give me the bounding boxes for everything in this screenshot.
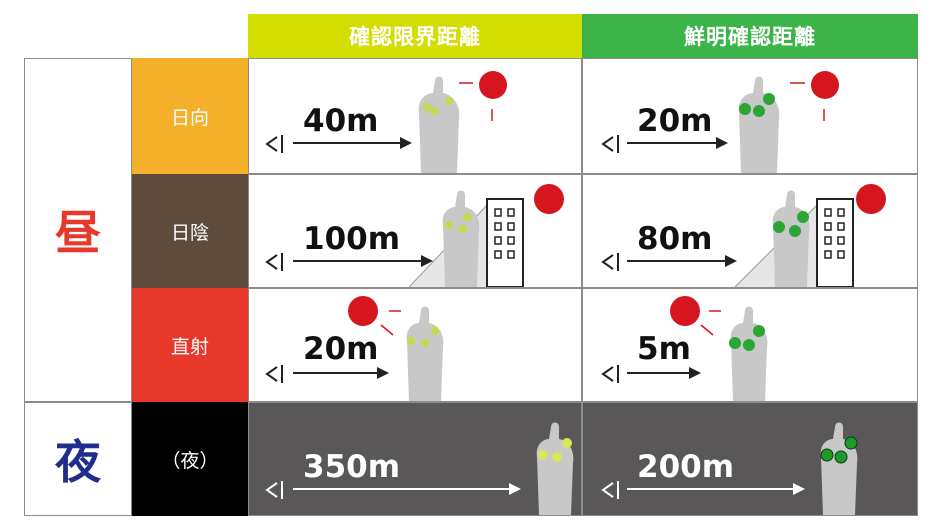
reflector-bright [729,325,765,351]
arrow-head [400,137,412,149]
arrow-head [793,483,805,495]
sun-icon [670,296,700,326]
sun-icon [479,71,507,99]
reflector-bright [739,93,775,117]
sun-icon [534,184,564,214]
distance-label: 80m [637,221,712,257]
scene-night-limit: 350m [248,402,582,516]
observer-icon [265,253,283,271]
condition-night: （夜） [132,402,248,516]
distance-label: 5m [637,331,691,367]
condition-direct: 直射 [132,288,248,402]
header-confirm-limit: 確認限界距離 [248,14,582,58]
distance-label: 20m [303,331,378,367]
scene-night-clear: 200m [582,402,918,516]
arrow-head [725,255,737,267]
scene-sun-limit: 40m [248,58,582,174]
person-silhouette [738,76,780,173]
distance-label: 20m [637,103,712,139]
reflector-bright [773,211,809,237]
building-icon [816,198,854,287]
scene-direct-limit: 20m [248,288,582,402]
arrow-head [689,367,701,379]
sun-icon [856,184,886,214]
observer-icon [601,253,619,271]
observer-icon [265,481,283,499]
observer-icon [601,365,619,383]
reflector-dim [423,97,453,115]
distance-label: 40m [303,103,378,139]
scene-sun-clear: 20m [582,58,918,174]
reflector-bright [820,436,858,464]
person-silhouette [536,422,574,515]
distance-label: 100m [303,221,400,257]
arrow-head [421,255,433,267]
reflector-dim [445,213,471,233]
scene-shade-limit: 100m [248,174,582,288]
observer-icon [601,481,619,499]
reflector-glow [538,438,572,462]
person-silhouette [406,306,444,401]
condition-shade: 日陰 [132,174,248,288]
person-silhouette [772,190,810,287]
distance-label: 350m [303,449,400,485]
condition-sun: 日向 [132,58,248,174]
arrow-head [377,367,389,379]
time-day-label: 昼 [24,58,132,402]
header-clear-confirm: 鮮明確認距離 [582,14,918,58]
reflector-dim [407,327,439,347]
person-silhouette [820,422,858,515]
time-night-label: 夜 [24,402,132,516]
building-icon [486,198,524,287]
arrow-head [509,483,521,495]
scene-shade-clear: 80m [582,174,918,288]
sun-icon [811,71,839,99]
person-silhouette [730,306,768,401]
person-silhouette [442,190,480,287]
arrow-head [716,137,728,149]
observer-icon [601,135,619,153]
observer-icon [265,135,283,153]
scene-direct-clear: 5m [582,288,918,402]
observer-icon [265,365,283,383]
distance-label: 200m [637,449,734,485]
person-silhouette [418,76,460,173]
sun-icon [348,296,378,326]
